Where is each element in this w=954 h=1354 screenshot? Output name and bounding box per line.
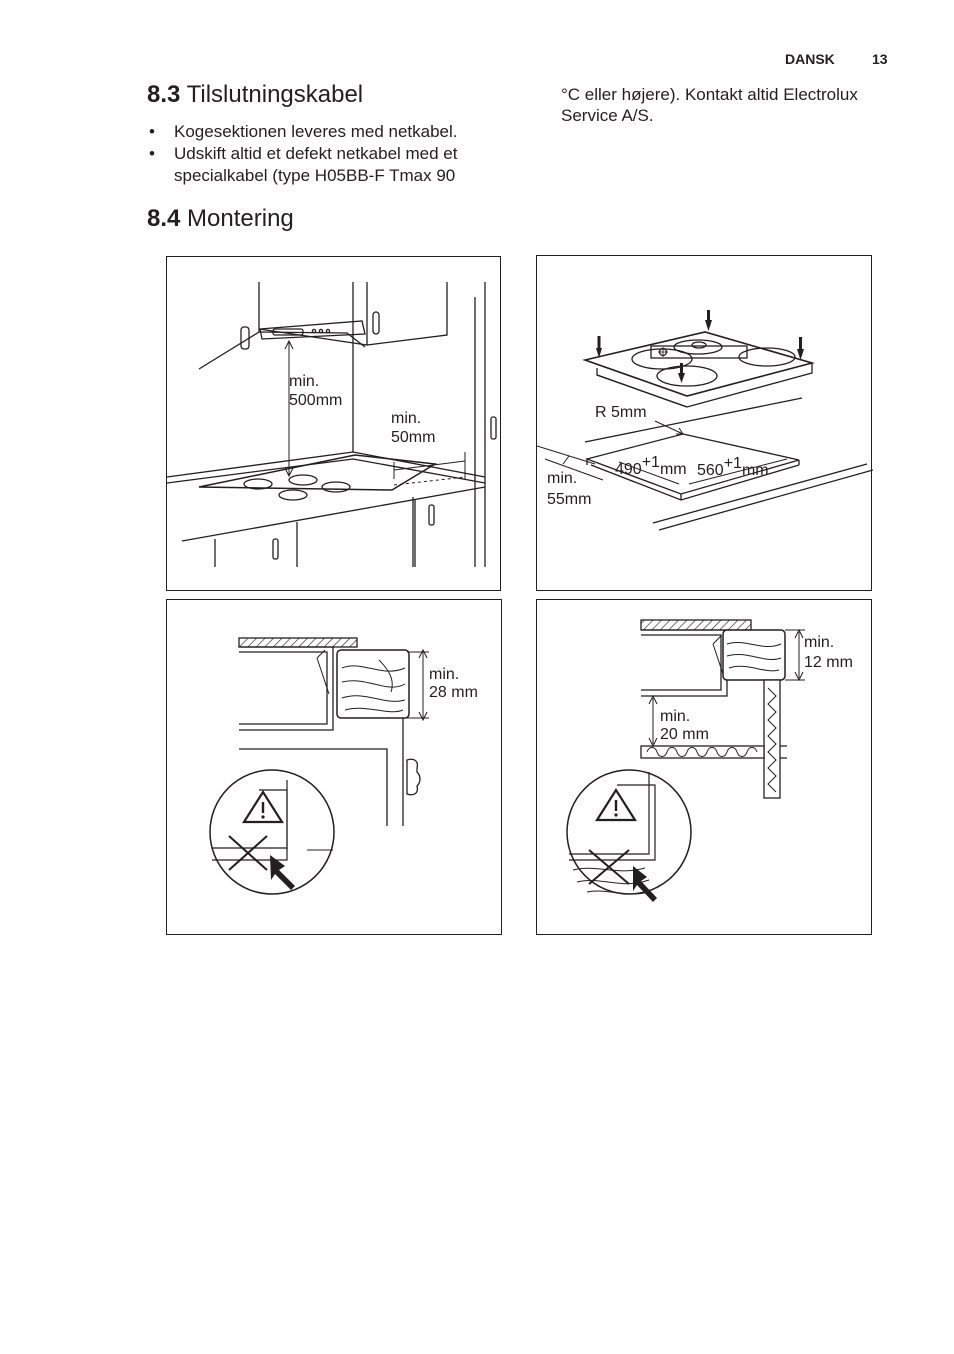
label-min: min. <box>391 410 421 427</box>
bullet-item: Udskift altid et defekt netkabel med et … <box>147 143 507 187</box>
figure-section-28mm: min. 28 mm <box>166 599 502 935</box>
page-number: 13 <box>872 51 888 67</box>
figure-kitchen-clearance: min. 500mm min. 50mm <box>166 256 501 591</box>
label-min: min. <box>547 470 577 487</box>
section-title: Tilslutningskabel <box>186 81 364 108</box>
width-value: 560 <box>697 462 724 479</box>
label-edge-clearance: 55mm <box>547 491 591 508</box>
depth-value: 490 <box>615 461 642 478</box>
label-wall-clearance: 50mm <box>391 429 435 446</box>
label-radius: R 5mm <box>595 404 647 421</box>
section-number: 8.4 <box>147 205 181 232</box>
header-language: DANSK <box>785 51 835 67</box>
section-heading-8-3: 8.3 Tilslutningskabel <box>147 81 363 109</box>
figure-section-12-20mm: min. 12 mm min. 20 mm <box>536 599 872 935</box>
label-min: min. <box>660 708 690 725</box>
label-min: min. <box>289 373 319 390</box>
width-unit: mm <box>742 462 769 479</box>
bullet-list: Kogesektionen leveres med netkabel. Udsk… <box>147 121 507 187</box>
section-number: 8.3 <box>147 81 181 108</box>
figure-cutout-dimensions: R 5mm 490+1mm 560+1mm min. 55mm <box>536 255 873 591</box>
depth-tolerance: +1 <box>642 454 660 471</box>
label-min-thickness: 28 mm <box>429 684 478 701</box>
label-shelf-clearance: 20 mm <box>660 726 709 743</box>
label-hood-clearance: 500mm <box>289 392 342 409</box>
label-cutout-depth: 490+1mm <box>615 454 687 478</box>
continuation-paragraph: °C eller højere). Kontakt altid Electrol… <box>561 85 858 125</box>
label-top-min-thickness: 12 mm <box>804 654 853 671</box>
section-title: Montering <box>187 205 294 232</box>
width-tolerance: +1 <box>724 455 742 472</box>
depth-unit: mm <box>660 461 687 478</box>
section-heading-8-4: 8.4 Montering <box>147 205 294 233</box>
label-min: min. <box>804 634 834 651</box>
bullet-item: Kogesektionen leveres med netkabel. <box>147 121 507 143</box>
label-cutout-width: 560+1mm <box>697 455 769 479</box>
label-min: min. <box>429 666 459 683</box>
